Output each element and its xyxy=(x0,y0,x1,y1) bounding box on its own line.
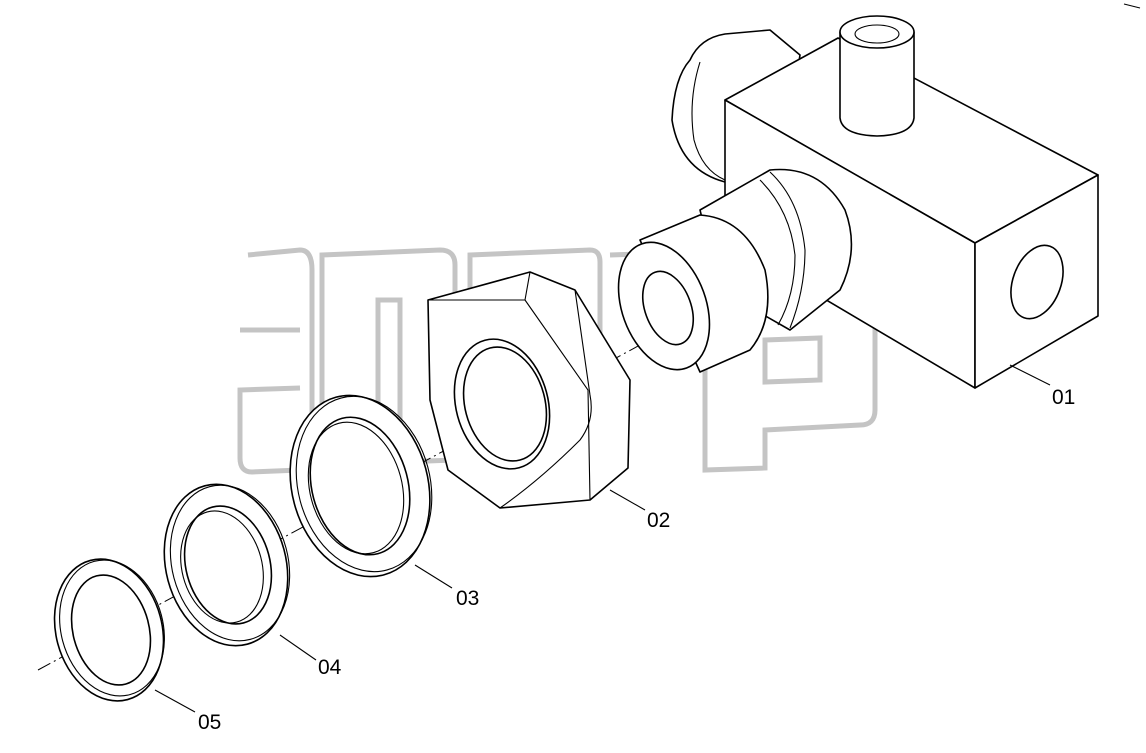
callout-02: 02 xyxy=(647,509,670,532)
callout-01: 01 xyxy=(1052,386,1075,409)
leader-lines xyxy=(154,364,1051,713)
thin-washer-part-05 xyxy=(53,558,165,702)
seal-ring-part-04 xyxy=(163,483,291,647)
hex-nut-part-02 xyxy=(427,271,631,509)
callout-03: 03 xyxy=(456,587,479,610)
corner-registration-mark xyxy=(1123,3,1141,9)
tee-body-part-01 xyxy=(617,15,1099,389)
callout-04: 04 xyxy=(318,656,342,679)
callout-05: 05 xyxy=(198,711,221,734)
washer-part-03 xyxy=(289,394,433,578)
